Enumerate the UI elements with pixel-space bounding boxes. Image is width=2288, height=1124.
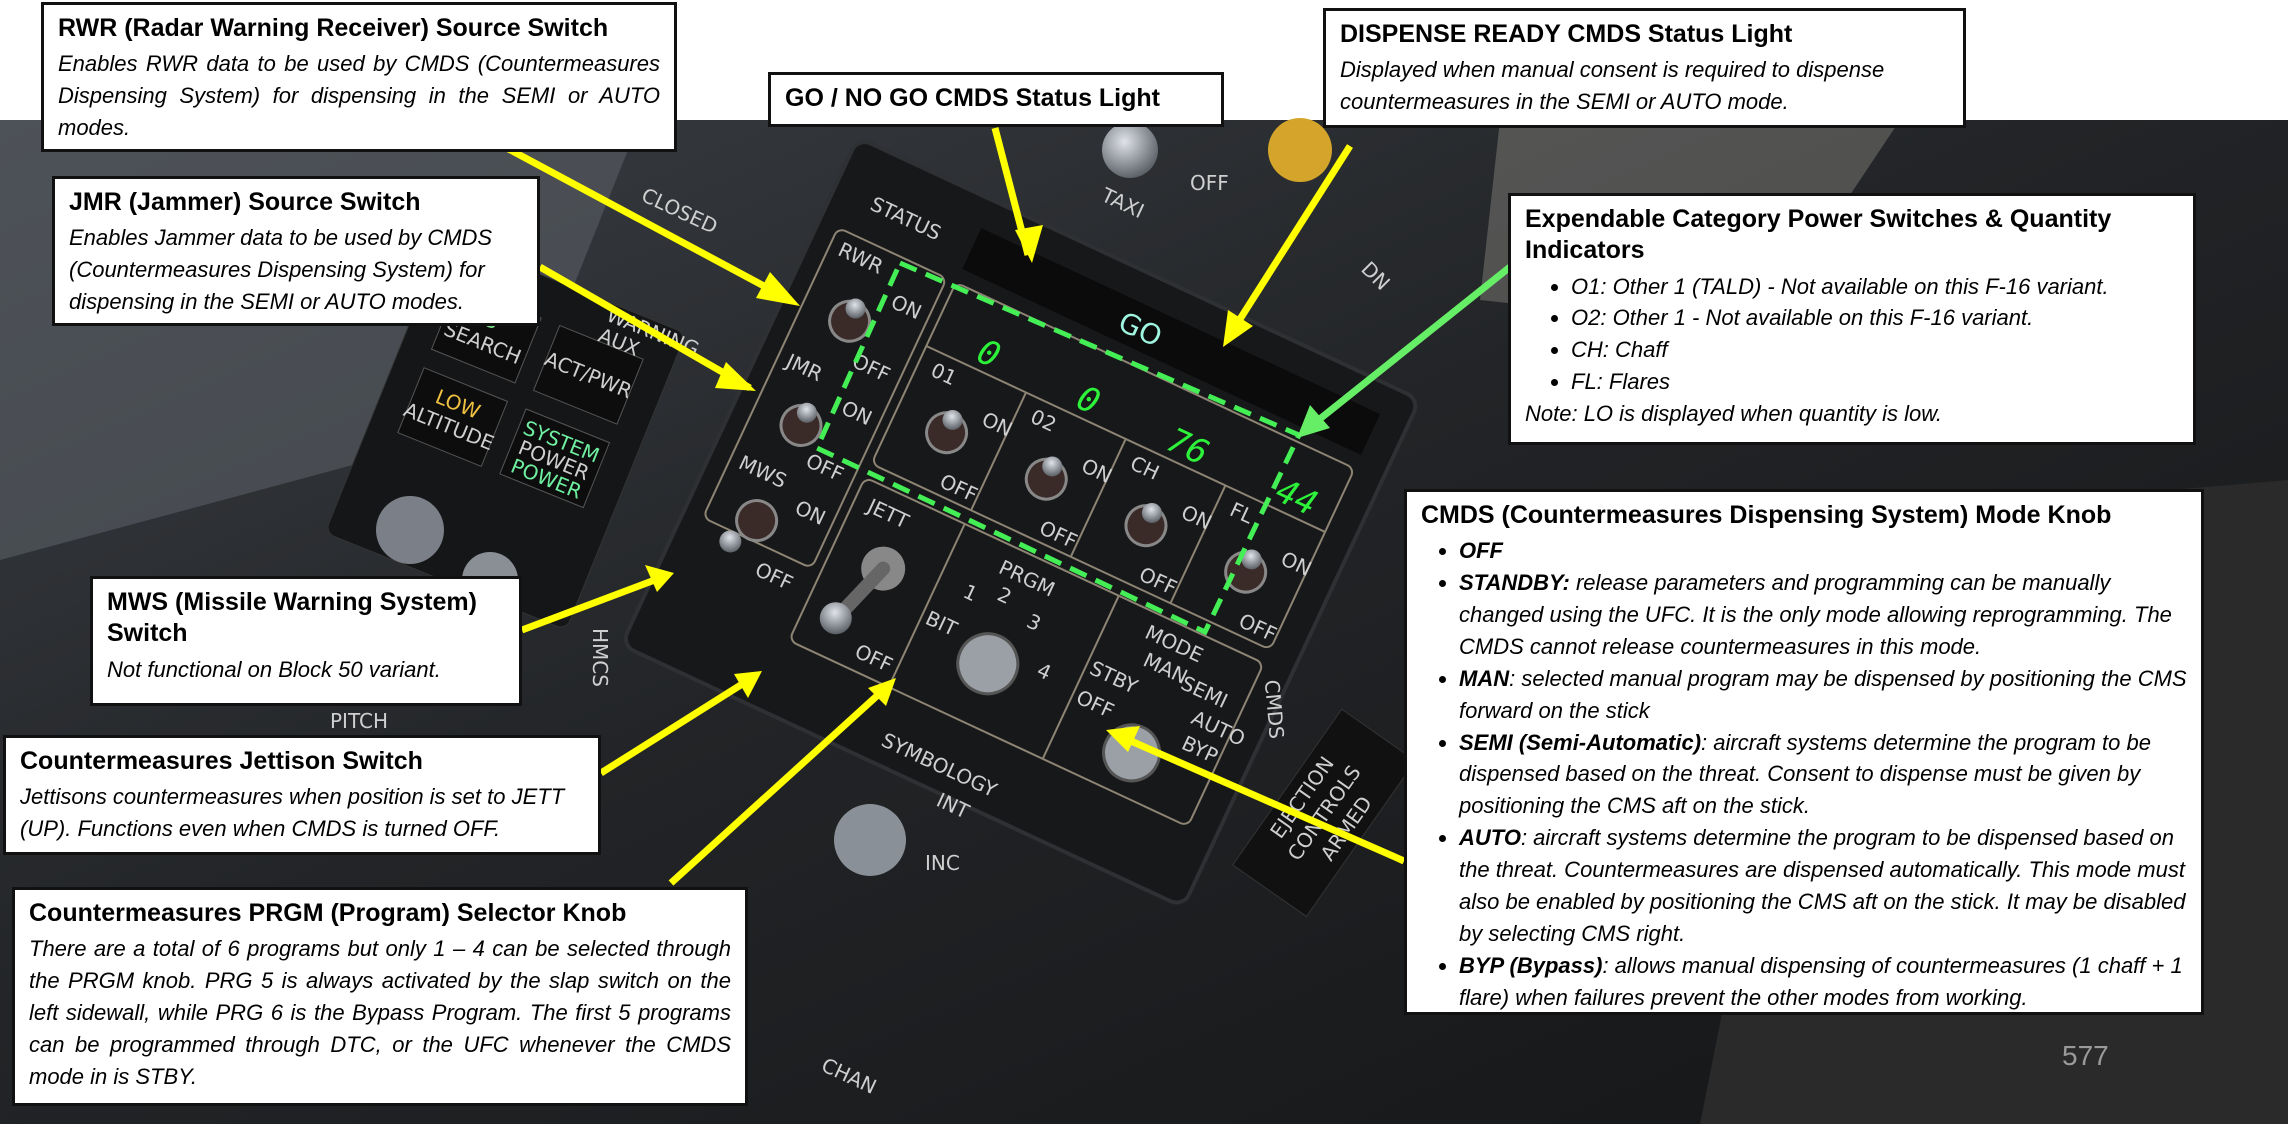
mode-item: OFF [1459, 535, 2187, 567]
inc-label: INC [925, 851, 960, 875]
o2-toggle-switch[interactable] [1020, 449, 1075, 506]
expendable-callout: Expendable Category Power Switches & Qua… [1508, 193, 2196, 445]
mode-callout: CMDS (Countermeasures Dispensing System)… [1404, 489, 2204, 1015]
mode-item: STANDBY: release parameters and programm… [1459, 567, 2187, 663]
jmr-callout-text: Enables Jammer data to be used by CMDS (… [69, 225, 493, 315]
mode-item: MAN: selected manual program may be disp… [1459, 663, 2187, 727]
mode-item: BYP (Bypass): allows manual dispensing o… [1459, 950, 2187, 1014]
prgm-selector-knob[interactable] [948, 624, 1028, 704]
taxi-off-label: OFF [1190, 171, 1229, 195]
symbology-knob[interactable] [834, 804, 906, 876]
jett-callout-title: Countermeasures Jettison Switch [20, 747, 423, 775]
mws-arrow [520, 571, 670, 634]
dispense-arrow [1225, 144, 1353, 340]
jett-callout-text: Jettisons countermeasures when position … [20, 784, 565, 842]
expendable-callout-title: Expendable Category Power Switches & Qua… [1525, 205, 2112, 265]
hmcs-label: HMCS [588, 628, 612, 687]
o1-toggle-switch[interactable] [920, 402, 975, 459]
go-callout-title: GO / NO GO CMDS Status Light [785, 84, 1160, 112]
expendable-arrow [1303, 264, 1513, 433]
dispense-callout-title: DISPENSE READY CMDS Status Light [1340, 20, 1793, 48]
jettison-switch[interactable] [815, 533, 913, 652]
expendable-item: CH: Chaff [1571, 334, 2179, 366]
prgm-callout-text: There are a total of 6 programs but only… [29, 936, 731, 1089]
rwr-callout: RWR (Radar Warning Receiver) Source Swit… [41, 2, 677, 152]
expendables-highlight [813, 259, 1303, 636]
cmds-label: CMDS [1260, 679, 1289, 740]
page-number: 577 [2062, 1040, 2109, 1071]
prgm-arrow [668, 681, 893, 886]
jmr-arrow [538, 263, 752, 392]
mode-item: SEMI (Semi-Automatic): aircraft systems … [1459, 727, 2187, 823]
jmr-callout: JMR (Jammer) Source Switch Enables Jamme… [52, 176, 540, 326]
rwr-callout-text: Enables RWR data to be used by CMDS (Cou… [58, 51, 660, 141]
expendable-item: O1: Other 1 (TALD) - Not available on th… [1571, 271, 2179, 303]
prgm-callout-title: Countermeasures PRGM (Program) Selector … [29, 899, 627, 927]
expendable-item: FL: Flares [1571, 366, 2179, 398]
jmr-callout-title: JMR (Jammer) Source Switch [69, 188, 421, 216]
mws-callout: MWS (Missile Warning System) Switch Not … [90, 576, 522, 706]
dispense-callout-text: Displayed when manual consent is require… [1340, 57, 1885, 115]
go-callout: GO / NO GO CMDS Status Light [768, 72, 1224, 127]
mws-toggle-switch[interactable] [730, 494, 783, 547]
rwr-callout-title: RWR (Radar Warning Receiver) Source Swit… [58, 14, 609, 42]
expendable-note: Note: LO is displayed when quantity is l… [1525, 401, 1943, 427]
jett-callout: Countermeasures Jettison Switch Jettison… [3, 735, 601, 855]
mws-callout-text: Not functional on Block 50 variant. [107, 656, 441, 682]
mws-callout-title: MWS (Missile Warning System) Switch [107, 588, 477, 648]
mode-item: AUTO: aircraft systems determine the pro… [1459, 822, 2187, 950]
expendable-item: O2: Other 1 - Not available on this F-16… [1571, 302, 2179, 334]
mode-arrow [1113, 730, 1406, 865]
ch-toggle-switch[interactable] [1119, 495, 1174, 552]
jett-arrow [599, 673, 757, 776]
mode-callout-title: CMDS (Countermeasures Dispensing System)… [1421, 501, 2112, 529]
prgm-callout: Countermeasures PRGM (Program) Selector … [12, 887, 748, 1106]
dispense-callout: DISPENSE READY CMDS Status Light Display… [1323, 8, 1966, 128]
pitch-label: PITCH [330, 709, 388, 733]
rwr-arrow [501, 142, 792, 304]
